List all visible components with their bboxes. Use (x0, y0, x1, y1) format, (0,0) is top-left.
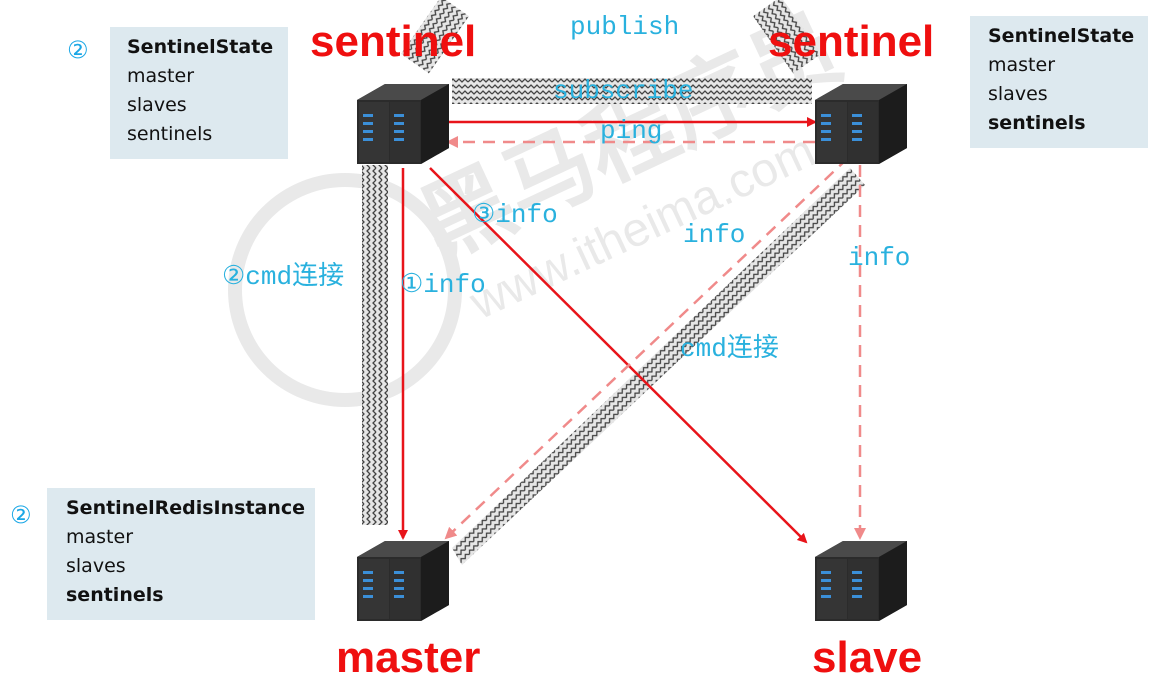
hatched-bands (362, 0, 865, 565)
box-line: sentinels (988, 112, 1086, 134)
box-line: sentinels (66, 584, 164, 606)
publish-band-left (400, 0, 470, 74)
right-sentinel-state-box (970, 16, 1148, 148)
box-title: SentinelState (127, 36, 274, 58)
left-sentinel-state-box (110, 27, 288, 159)
label-ping: ping (600, 116, 663, 146)
label-publish: publish (570, 12, 680, 42)
cmd-band-left (362, 165, 388, 525)
left-box-marker: ② (67, 36, 89, 64)
arrow-info-right-master (444, 157, 849, 540)
label-cmd-mid-text: cmd (680, 334, 727, 364)
label-info-1: ①info (400, 270, 486, 300)
master-box-marker: ② (10, 501, 32, 529)
label-info-right: info (848, 243, 911, 273)
label-info-3: ③info (472, 200, 558, 230)
box-line: slaves (66, 555, 126, 577)
box-line: master (988, 54, 1056, 76)
label-cmd-mid-cn: 连接 (726, 333, 779, 363)
server-icon (815, 84, 907, 164)
label-cmd-left-text: ②cmd (222, 262, 293, 292)
arrows (398, 117, 866, 544)
node-label-sentinel-left: sentinel (310, 17, 477, 66)
cmd-band-diagonal (452, 168, 865, 565)
master-instance-box (47, 488, 315, 620)
label-cmd-mid: cmd连接 (680, 335, 779, 362)
label-subscribe: subscribe (553, 76, 694, 106)
box-line: master (66, 526, 134, 548)
node-label-sentinel-right: sentinel (768, 17, 935, 66)
left-sentinel-state: SentinelState master slaves sentinels (127, 33, 273, 149)
box-line: slaves (127, 94, 187, 116)
arrow-info-slave (429, 167, 808, 544)
label-info-mid: info (683, 220, 746, 250)
right-sentinel-state: SentinelState master slaves sentinels (988, 22, 1134, 138)
label-cmd-left-cn: 连接 (292, 261, 345, 291)
node-label-slave: slave (812, 633, 923, 682)
box-title: SentinelState (988, 25, 1135, 47)
server-icon (357, 541, 449, 621)
box-line: sentinels (127, 123, 213, 145)
label-cmd-left: ②cmd连接 (222, 263, 344, 290)
subscribe-band (452, 78, 812, 104)
server-icon (357, 84, 449, 164)
publish-band-right (752, 0, 822, 74)
node-label-master: master (336, 633, 481, 682)
box-line: master (127, 65, 195, 87)
box-title: SentinelRedisInstance (66, 497, 306, 519)
master-instance: SentinelRedisInstance master slaves sent… (66, 494, 305, 610)
box-line: slaves (988, 83, 1048, 105)
server-icon (815, 541, 907, 621)
